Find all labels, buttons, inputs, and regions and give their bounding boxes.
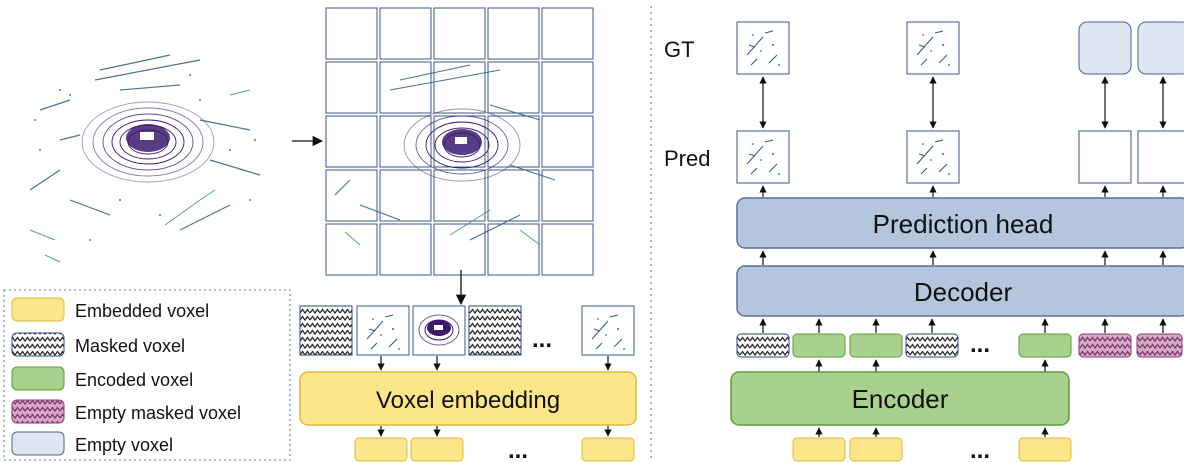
- legend-label-masked: Masked voxel: [75, 336, 185, 356]
- legend-border: [3, 289, 291, 461]
- voxel-grid: [325, 7, 594, 276]
- prediction-head-label: Prediction head: [873, 209, 1054, 239]
- voxel-cell: [487, 115, 540, 168]
- masked-token: [905, 333, 959, 358]
- arrows-embedded-to-encoder: [815, 427, 1049, 437]
- voxel-cell: [541, 169, 594, 222]
- voxel-cell: [541, 115, 594, 168]
- voxel-cell: [325, 115, 378, 168]
- voxel-cell: [487, 7, 540, 60]
- decoder-block: [736, 265, 1184, 317]
- left-embedded-ellipsis: ...: [508, 437, 528, 463]
- voxel-cell: [325, 169, 378, 222]
- legend-swatch-masked: [11, 332, 65, 357]
- decoder-token-row: ...: [736, 331, 1183, 358]
- voxel-cell: [433, 169, 486, 222]
- pred-empty-voxel: [1078, 130, 1132, 184]
- encoded-token: [792, 333, 846, 358]
- token-lidar-last: [581, 305, 635, 356]
- gt-label: GT: [664, 37, 695, 62]
- voxel-cell: [379, 61, 432, 114]
- token-masked: [299, 305, 353, 356]
- legend-label-embedded: Embedded voxel: [75, 301, 209, 321]
- legend-swatch-empty: [11, 431, 65, 456]
- encoded-token: [849, 333, 903, 358]
- arrows-head-to-pred: [759, 185, 1167, 197]
- embedded-token: [1018, 437, 1072, 462]
- gt-voxel: [736, 21, 790, 75]
- left-token-row: ...: [299, 305, 635, 356]
- encoder-block: [730, 371, 1070, 426]
- encoder-label: Encoder: [852, 384, 949, 414]
- masked-token: [736, 333, 790, 358]
- legend-label-empty-masked: Empty masked voxel: [75, 403, 241, 423]
- legend-swatch-empty-masked: [11, 399, 65, 424]
- voxel-cell: [541, 61, 594, 114]
- gt-voxel: [906, 21, 960, 75]
- voxel-embedding-block: [299, 371, 637, 426]
- pred-voxel: [736, 130, 790, 184]
- prediction-head-block: [736, 197, 1184, 249]
- arrows-decoder-to-head: [759, 250, 1167, 265]
- legend-swatch-embedded: [11, 297, 65, 322]
- voxel-cell: [379, 169, 432, 222]
- pred-empty-voxel: [1137, 130, 1184, 184]
- voxel-cell: [541, 223, 594, 276]
- gt-empty-voxel: [1137, 21, 1184, 75]
- embedded-token: [792, 437, 846, 462]
- pred-voxel: [906, 130, 960, 184]
- token-lidar: [356, 305, 410, 356]
- voxel-cell: [433, 7, 486, 60]
- arrows-tokens-to-decoder: [759, 318, 1167, 333]
- point-cloud-image: [29, 54, 261, 263]
- voxel-cell: [487, 223, 540, 276]
- legend-swatch-encoded: [11, 366, 65, 391]
- arrows-to-embedding: [377, 356, 612, 371]
- embedded-token: [849, 437, 903, 462]
- voxel-cell: [433, 61, 486, 114]
- right-embedded-ellipsis: ...: [970, 437, 990, 463]
- grid-lidar-content: [334, 64, 556, 246]
- pred-row: [736, 130, 1184, 184]
- voxel-cell: [541, 7, 594, 60]
- embedded-token-row-right: ...: [792, 437, 1072, 463]
- voxel-cell: [325, 7, 378, 60]
- token-masked-2: [468, 305, 522, 356]
- voxel-cell: [487, 61, 540, 114]
- embedded-token-row-left: ...: [354, 437, 635, 463]
- voxel-embedding-label: Voxel embedding: [376, 387, 560, 414]
- embedded-token: [354, 437, 408, 462]
- gt-pred-arrows: [759, 76, 1167, 129]
- voxel-cell: [379, 223, 432, 276]
- arrows-encoder-to-tokens: [815, 359, 1049, 372]
- empty-masked-token: [1078, 333, 1132, 358]
- gt-empty-voxel: [1078, 21, 1132, 75]
- decoder-label: Decoder: [914, 277, 1013, 307]
- legend: Embedded voxel Masked voxel Encoded voxe…: [11, 297, 241, 456]
- voxel-cell: [433, 223, 486, 276]
- pred-label: Pred: [664, 146, 710, 171]
- voxel-cell: [379, 7, 432, 60]
- token-lidar-center-content: [418, 314, 460, 346]
- voxel-cell: [487, 169, 540, 222]
- gt-row: [736, 21, 1184, 75]
- legend-label-encoded: Encoded voxel: [75, 370, 193, 390]
- voxel-cell: [433, 115, 486, 168]
- legend-label-empty: Empty voxel: [75, 435, 173, 455]
- arrows-to-embedded: [377, 426, 612, 437]
- left-token-ellipsis: ...: [532, 326, 552, 353]
- empty-masked-token: [1136, 333, 1183, 358]
- decoder-token-ellipsis: ...: [970, 331, 990, 358]
- voxel-cell: [379, 115, 432, 168]
- encoded-token: [1018, 333, 1072, 358]
- voxel-cell: [325, 61, 378, 114]
- embedded-token: [410, 437, 464, 462]
- voxel-cell: [325, 223, 378, 276]
- embedded-token: [581, 437, 635, 462]
